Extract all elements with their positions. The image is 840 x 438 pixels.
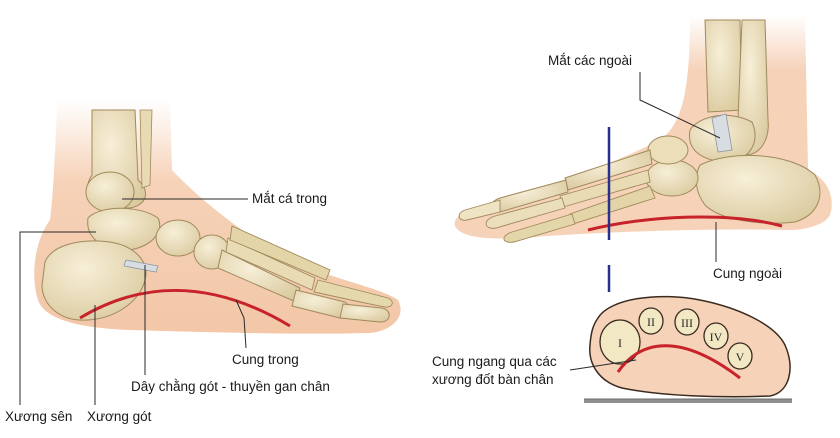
lateral-navicular xyxy=(647,135,689,165)
label-medial-arch: Cung trong xyxy=(232,352,299,367)
lat-phalanges-2 xyxy=(485,197,566,229)
label-spring-ligament: Dây chằng gót - thuyền gan chân xyxy=(131,379,330,394)
label-calcaneus: Xương gót xyxy=(87,409,152,424)
phalanx-2 xyxy=(339,303,390,323)
label-medial-malleolus: Mắt cá trong xyxy=(252,191,328,206)
label-talus: Xương sên xyxy=(5,409,73,424)
label-lateral-malleolus: Mắt các ngoài xyxy=(548,53,633,68)
metatarsal-section-II xyxy=(638,307,664,335)
label-transverse-arch-line1: Cung ngang qua các xyxy=(432,354,557,369)
navicular xyxy=(155,219,201,257)
fibula xyxy=(139,109,153,189)
lat-phalanges-4 xyxy=(458,199,501,221)
transverse-arch-curve xyxy=(616,344,741,380)
leader-lines xyxy=(19,72,721,405)
lateral-ligament xyxy=(711,113,733,153)
numeral-IV: IV xyxy=(710,330,723,344)
label-lateral-arch: Cung ngoài xyxy=(713,266,783,281)
metatarsal-2 xyxy=(225,237,316,291)
lat-phalanges-3 xyxy=(503,213,576,243)
numeral-V: V xyxy=(736,350,745,364)
phalanx-lesser xyxy=(313,279,393,308)
transverse-cross-section: I II III IV V xyxy=(584,295,792,403)
spring-ligament xyxy=(123,259,159,273)
medial-malleolus xyxy=(85,171,135,213)
lateral-arch-curve xyxy=(587,215,783,232)
metatarsal-section-IV xyxy=(703,322,729,350)
medial-foot xyxy=(34,100,401,334)
lateral-foot xyxy=(454,15,832,292)
cuboid xyxy=(645,159,699,197)
metatarsal-section-III xyxy=(674,308,700,336)
lateral-tibia xyxy=(704,19,743,113)
numeral-I: I xyxy=(618,336,622,350)
lateral-calcaneus xyxy=(695,154,821,224)
numeral-II: II xyxy=(647,315,655,329)
metatarsal-section-V xyxy=(727,342,753,370)
metatarsal-section-I xyxy=(599,319,641,365)
metatarsal-3 xyxy=(229,225,331,281)
floor xyxy=(584,399,792,403)
label-transverse-arch-line2: xương đốt bàn chân xyxy=(432,372,554,387)
numeral-III: III xyxy=(681,316,693,330)
medial-arch-curve xyxy=(79,289,291,328)
